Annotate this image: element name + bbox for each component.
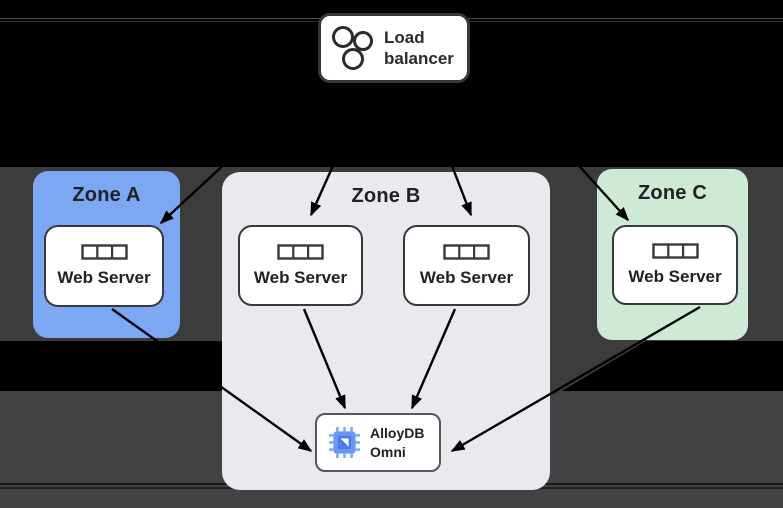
web-server-node-zone-a: Web Server xyxy=(44,225,164,307)
cpu-chip-icon xyxy=(329,427,360,458)
web-server-node-zone-b-1: Web Server xyxy=(238,225,363,306)
zone-a-title: Zone A xyxy=(72,184,141,206)
web-server-node-zone-b-2: Web Server xyxy=(403,225,530,306)
web-server-label: Web Server xyxy=(628,267,722,286)
web-server-label: Web Server xyxy=(57,268,151,287)
background-wedge xyxy=(550,341,646,398)
zone-c-title: Zone C xyxy=(638,182,707,204)
load-balancer-icon xyxy=(332,26,373,70)
load-balancer-label: Load balancer xyxy=(384,27,454,68)
server-rack-icon xyxy=(443,243,490,260)
web-server-label: Web Server xyxy=(253,267,348,287)
load-balancer-node: Load balancer xyxy=(318,13,470,83)
alloydb-omni-node: AlloyDB Omni xyxy=(315,413,441,472)
web-server-node-zone-c: Web Server xyxy=(612,225,738,305)
alloydb-omni-label: AlloyDB Omni xyxy=(370,425,425,460)
zone-b-title: Zone B xyxy=(351,185,421,207)
server-rack-icon xyxy=(651,243,699,259)
server-rack-icon xyxy=(80,244,128,260)
web-server-label: Web Server xyxy=(419,267,514,287)
server-rack-icon xyxy=(277,243,324,260)
